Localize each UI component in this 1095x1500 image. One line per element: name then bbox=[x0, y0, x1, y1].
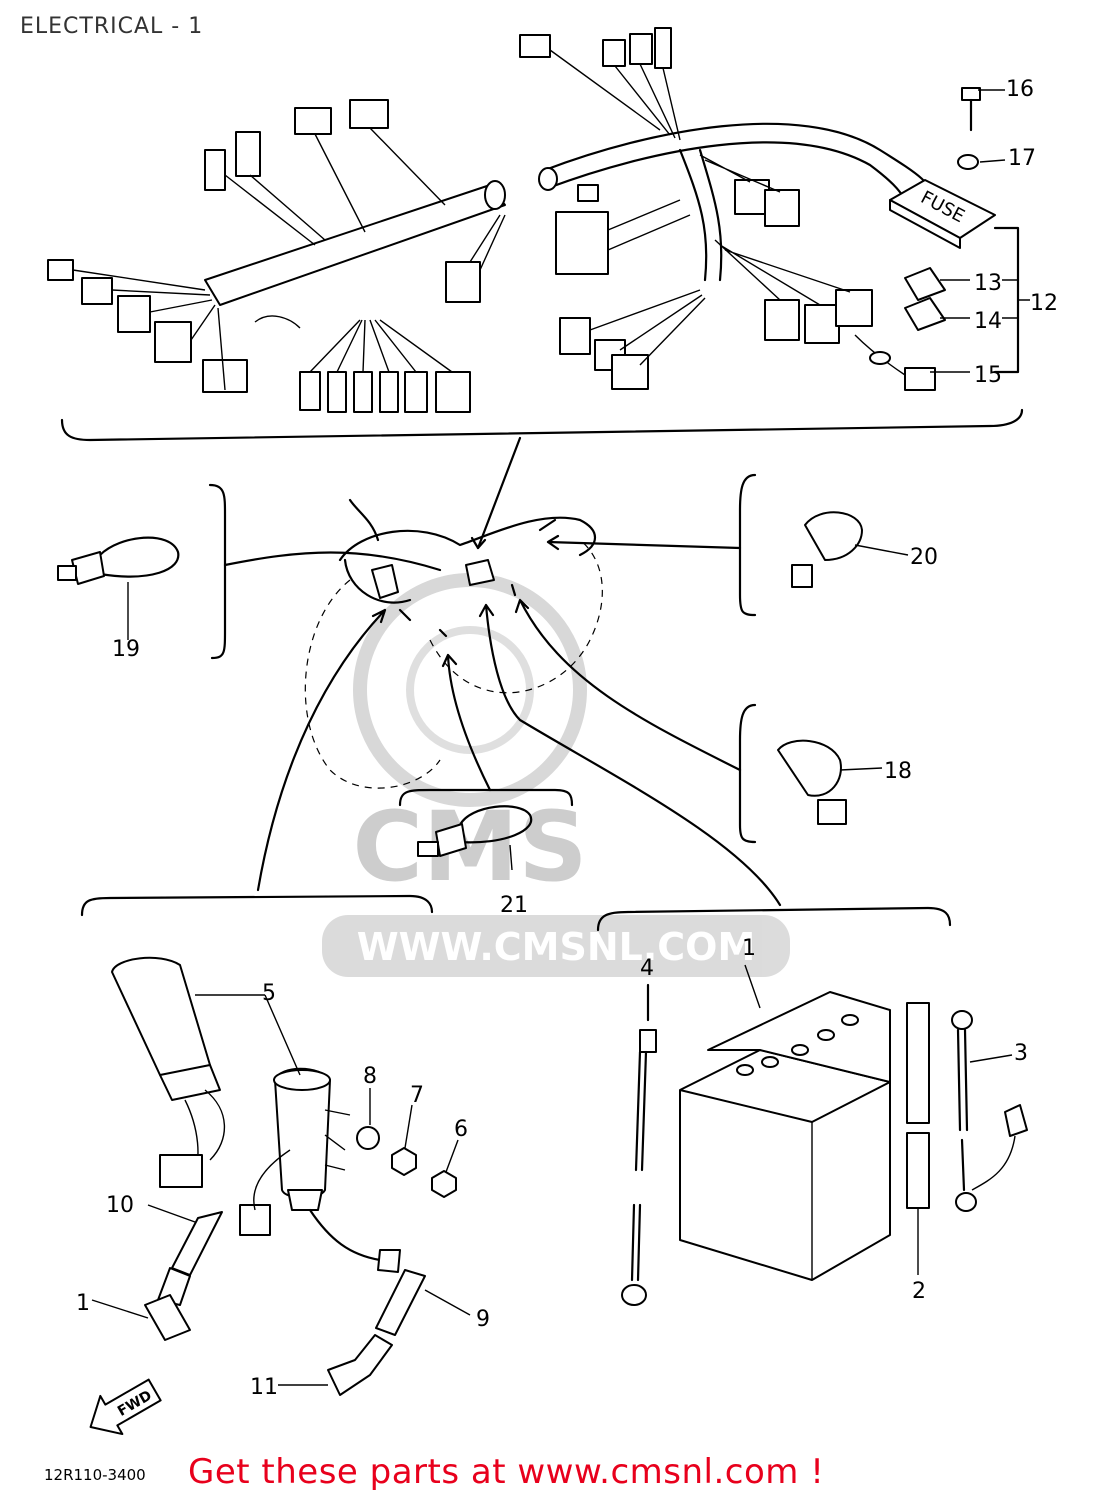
leader-battery bbox=[478, 603, 782, 907]
frame-sketch bbox=[304, 498, 603, 789]
clamp-20 bbox=[791, 511, 909, 588]
battery-lead-3 bbox=[951, 1010, 1028, 1212]
nuts-6-7-8 bbox=[356, 1088, 459, 1198]
ignition-coil-2 bbox=[239, 1067, 351, 1236]
fuse-box: FUSE bbox=[889, 179, 996, 249]
callout-5: 5 bbox=[262, 981, 276, 1006]
clamp-19 bbox=[57, 536, 180, 640]
callout-6: 6 bbox=[454, 1117, 468, 1142]
callout-1: 1 bbox=[742, 936, 756, 961]
callout-12: 12 bbox=[1030, 291, 1058, 316]
callout-15: 15 bbox=[974, 363, 1002, 388]
bracket-18 bbox=[738, 703, 757, 844]
leader-21 bbox=[441, 653, 492, 792]
breather-pipe-2 bbox=[906, 1002, 930, 1275]
ignition-coil-1 bbox=[111, 956, 226, 1188]
callout-11: 11 bbox=[250, 1375, 278, 1400]
leader-18 bbox=[514, 598, 742, 772]
hi-tension-lead-9 bbox=[308, 1208, 471, 1336]
callout-21: 21 bbox=[500, 893, 528, 918]
bracket-20 bbox=[738, 473, 757, 617]
bracket-ignition bbox=[80, 894, 434, 917]
bracket-12 bbox=[993, 226, 1020, 374]
callout-10: 10 bbox=[106, 1193, 134, 1218]
callout-1-plug: 1 bbox=[76, 1291, 90, 1316]
callout-3: 3 bbox=[1014, 1041, 1028, 1066]
callout-19: 19 bbox=[112, 637, 140, 662]
callout-4: 4 bbox=[640, 956, 654, 981]
callout-14: 14 bbox=[974, 309, 1002, 334]
clamp-18 bbox=[777, 739, 883, 825]
wire-harness-assembly: FUSE bbox=[47, 27, 996, 413]
nut-17 bbox=[957, 154, 979, 170]
callout-18: 18 bbox=[884, 759, 912, 784]
callout-labels: 1 2 3 4 5 6 7 8 9 10 11 12 13 14 15 16 1… bbox=[76, 77, 1058, 1400]
connector-group-left bbox=[47, 259, 248, 393]
callout-20: 20 bbox=[910, 545, 938, 570]
harness-trunk-left bbox=[204, 184, 506, 306]
bolt-16 bbox=[961, 87, 981, 132]
leader-5 bbox=[195, 994, 301, 1076]
watermark: CMS WWW.CMSNL.COM bbox=[322, 573, 790, 977]
cta-link[interactable]: Get these parts at www.cmsnl.com ! bbox=[188, 1452, 825, 1492]
plug-cap-11 bbox=[278, 1334, 393, 1396]
fwd-arrow: FWD bbox=[89, 1378, 162, 1436]
harness-branch bbox=[678, 148, 723, 282]
battery-lead-4 bbox=[621, 983, 657, 1306]
callout-9: 9 bbox=[476, 1307, 490, 1332]
diagram-code: 12R110-3400 bbox=[44, 1466, 146, 1484]
bracket-21 bbox=[398, 788, 574, 807]
plug-cap-1 bbox=[91, 1267, 191, 1341]
leader-20 bbox=[546, 534, 742, 551]
harness-leader bbox=[476, 436, 522, 550]
leader-ignition bbox=[256, 608, 387, 892]
connector-group-bottom bbox=[254, 214, 506, 413]
connector-group-right bbox=[519, 27, 936, 391]
spare-fuses bbox=[904, 267, 946, 331]
hi-tension-lead-10 bbox=[147, 1204, 223, 1276]
harness-bracket bbox=[60, 408, 1024, 442]
callout-13: 13 bbox=[974, 271, 1002, 296]
connector-group-top bbox=[204, 99, 446, 246]
clamp-21 bbox=[417, 805, 533, 871]
bracket-battery bbox=[596, 906, 952, 932]
callout-2: 2 bbox=[912, 1279, 926, 1304]
leader-19 bbox=[223, 551, 442, 572]
callout-7: 7 bbox=[410, 1083, 424, 1108]
battery bbox=[679, 964, 891, 1281]
callout-8: 8 bbox=[363, 1064, 377, 1089]
callout-17: 17 bbox=[1008, 146, 1036, 171]
watermark-brand: CMS bbox=[352, 791, 587, 903]
callout-16: 16 bbox=[1006, 77, 1034, 102]
bracket-19 bbox=[208, 483, 227, 660]
watermark-url: WWW.CMSNL.COM bbox=[357, 925, 756, 969]
page-title: ELECTRICAL - 1 bbox=[20, 14, 204, 39]
